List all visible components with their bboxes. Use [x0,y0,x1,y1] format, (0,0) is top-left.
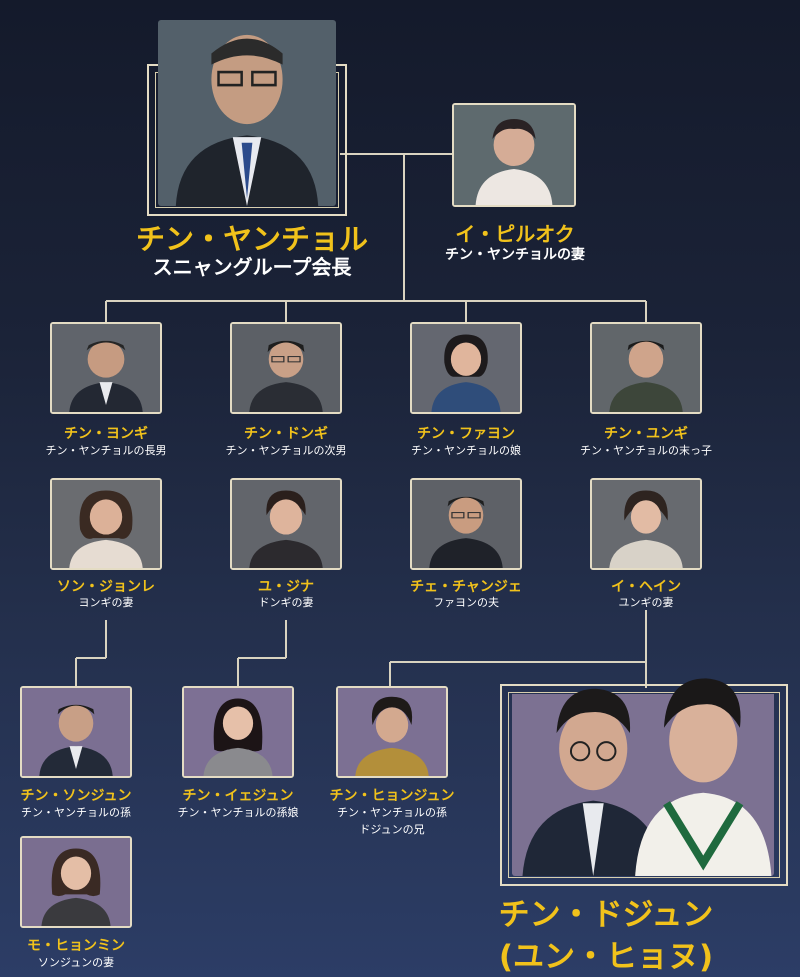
protagonist-photo [512,668,774,876]
spouse-name-4: イ・ヘイン [611,579,681,595]
protagonist-photo-frame [500,684,788,886]
grandchild-role-3: チン・ヤンチョルの孫 [337,806,447,819]
wife-photo [452,103,576,207]
spouse-photo-jeongrye [50,478,162,570]
spouse-role-1: ヨンギの妻 [78,596,134,609]
spouse-photo-jina [230,478,342,570]
child-role-1: チン・ヤンチョルの長男 [45,444,167,457]
grandchild-role-3b: ドジュンの兄 [359,823,425,836]
in-law-role: ソンジュンの妻 [37,956,115,969]
child-name-1: チン・ヨンギ [64,426,148,442]
in-law-photo-hyeonmin [20,836,132,928]
spouse-role-4: ユンギの妻 [618,596,674,609]
grandchild-photo-hyeonjun [336,686,448,778]
child-photo-yungi [590,322,702,414]
grandchild-photo-seongjun [20,686,132,778]
child-role-2: チン・ヤンチョルの次男 [225,444,347,457]
child-role-4: チン・ヤンチョルの末っ子 [580,444,712,457]
child-name-4: チン・ユンギ [604,426,688,442]
spouse-role-3: ファヨンの夫 [433,596,499,609]
grandchild-role-1: チン・ヤンチョルの孫 [21,806,131,819]
in-law-name: モ・ヒョンミン [27,938,125,954]
wife-role: チン・ヤンチョルの妻 [445,247,585,263]
protagonist-name: チン・ドジュン [498,897,714,933]
chairman-photo [158,20,336,206]
chairman-name: チン・ヤンチョル [135,222,369,256]
grandchild-name-1: チン・ソンジュン [20,788,132,804]
child-role-3: チン・ヤンチョルの娘 [411,444,521,457]
spouse-name-1: ソン・ジョンレ [57,579,155,595]
spouse-photo-hein [590,478,702,570]
child-photo-dongi [230,322,342,414]
child-photo-yeongi [50,322,162,414]
chairman-role: スニャングループ会長 [152,255,352,279]
spouse-name-3: チェ・チャンジェ [410,579,522,595]
spouse-photo-changje [410,478,522,570]
grandchild-photo-yejun [182,686,294,778]
protagonist-alias: (ユン・ヒョヌ) [498,939,714,975]
spouse-name-2: ユ・ジナ [258,579,314,595]
child-name-3: チン・ファヨン [417,426,515,442]
wife-name: イ・ピルオク [455,222,575,246]
spouse-role-2: ドンギの妻 [258,596,314,609]
child-name-2: チン・ドンギ [244,426,328,442]
grandchild-name-2: チン・イェジュン [182,788,294,804]
grandchild-name-3: チン・ヒョンジュン [329,788,455,804]
child-photo-hwayeong [410,322,522,414]
grandchild-role-2: チン・ヤンチョルの孫娘 [177,806,299,819]
